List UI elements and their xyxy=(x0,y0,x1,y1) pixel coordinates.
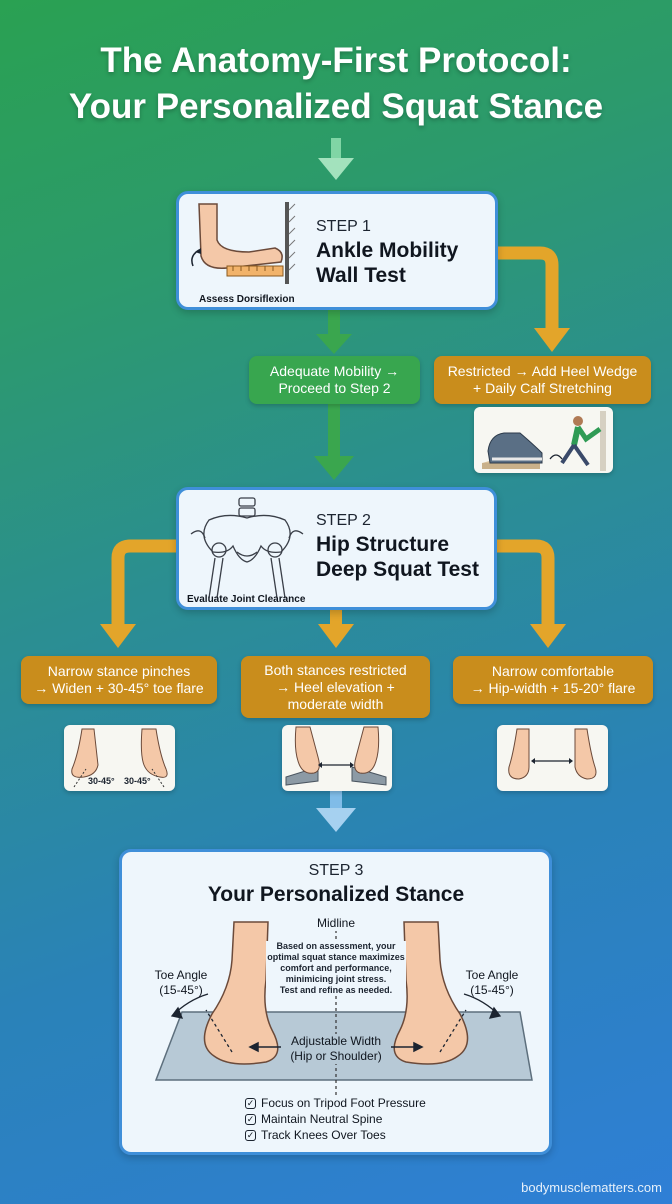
hip-width-feet-thumbnail xyxy=(497,725,608,791)
width-line1: Adjustable Width xyxy=(290,1034,382,1048)
arrow-step1-to-restricted xyxy=(498,246,570,352)
left-foot xyxy=(203,921,279,1065)
toe-angle-left-indicator xyxy=(170,993,233,1053)
toe-angle-left-line1: Toe Angle xyxy=(154,968,208,982)
both-restricted-line2: → Heel elevation + xyxy=(276,678,395,695)
narrow-pinches-pill: Narrow stance pinches → Widen + 30-45° t… xyxy=(21,656,217,704)
step1-label: STEP 1 xyxy=(316,218,371,235)
right-foot xyxy=(393,921,469,1065)
desc-line-4: minimicing joint stress. xyxy=(285,974,387,984)
arrow-step2-to-left xyxy=(100,539,176,648)
checklist-text-3: Track Knees Over Toes xyxy=(261,1128,386,1142)
restricted-line1: Restricted → Add Heel Wedge xyxy=(447,363,638,379)
step2-label: STEP 2 xyxy=(316,512,371,529)
arrow-middle-to-step3 xyxy=(316,788,356,832)
desc-line-5: Test and refine as needed. xyxy=(279,985,393,995)
checklist-item-spine: ✓ Maintain Neutral Spine xyxy=(245,1112,382,1126)
step1-title-line2: Wall Test xyxy=(316,264,406,287)
toe-angle-right-line2: (15-45°) xyxy=(470,983,514,997)
arrow-adequate-to-step2 xyxy=(314,404,354,480)
toe-angle-left-line2: (15-45°) xyxy=(159,983,203,997)
narrow-pinches-line2: → Widen + 30-45° toe flare xyxy=(34,680,204,696)
step3-label: STEP 3 xyxy=(308,862,364,879)
adequate-line1: Adequate Mobility → xyxy=(269,363,400,379)
wide-flare-feet-thumbnail: 30-45° 30-45° xyxy=(64,725,175,791)
step3-card xyxy=(119,849,552,1155)
left-angle-label-b: 30-45° xyxy=(124,776,151,786)
title-line-2: Your Personalized Squat Stance xyxy=(68,87,604,126)
step2-title-line2: Deep Squat Test xyxy=(316,558,479,581)
pelvis-illustration xyxy=(190,497,304,599)
checklist-item-knees: ✓ Track Knees Over Toes xyxy=(245,1128,386,1142)
arrow-step1-to-adequate xyxy=(316,310,352,354)
hip-width-feet-icon xyxy=(508,728,597,780)
checklist-text-1: Focus on Tripod Foot Pressure xyxy=(261,1096,426,1110)
ankle-wall-illustration xyxy=(191,202,296,284)
step1-caption: Assess Dorsiflexion xyxy=(199,294,295,305)
both-restricted-line1: Both stances restricted xyxy=(264,661,407,678)
left-angle-label-a: 30-45° xyxy=(88,776,115,786)
desc-line-2: optimal squat stance maximizes xyxy=(267,952,405,962)
step3-title: Your Personalized Stance xyxy=(207,883,465,906)
toe-angle-right-label: Toe Angle (15-45°) xyxy=(457,968,527,998)
step3-description: Based on assessment, your optimal squat … xyxy=(266,941,406,996)
title-line-1: The Anatomy-First Protocol: xyxy=(100,41,572,80)
both-restricted-line3: moderate width xyxy=(287,695,384,712)
checklist-text-2: Maintain Neutral Spine xyxy=(261,1112,383,1126)
arrow-title-to-step1 xyxy=(318,138,354,180)
step2-card: Evaluate Joint Clearance STEP 2 Hip Stru… xyxy=(176,487,497,610)
footer-source-link[interactable]: bodymusclematters.com xyxy=(521,1180,662,1195)
narrow-comfortable-line2: → Hip-width + 15-20° flare xyxy=(470,680,636,696)
checklist-item-tripod: ✓ Focus on Tripod Foot Pressure xyxy=(245,1096,426,1110)
toe-angle-right-indicator xyxy=(439,993,502,1053)
desc-line-3: comfort and performance, xyxy=(280,963,392,973)
checkmark-icon: ✓ xyxy=(245,1129,256,1141)
checkmark-icon: ✓ xyxy=(245,1113,256,1125)
toe-angle-right-line1: Toe Angle xyxy=(465,968,519,982)
step2-title-line1: Hip Structure xyxy=(316,533,450,556)
restricted-line2: + Daily Calf Stretching xyxy=(473,380,612,396)
narrow-comfortable-line1: Narrow comfortable xyxy=(491,663,615,679)
heel-elevation-feet-thumbnail xyxy=(282,725,392,791)
step1-title-line1: Ankle Mobility xyxy=(316,239,459,262)
both-restricted-pill: Both stances restricted → Heel elevation… xyxy=(241,656,430,718)
heel-elevated-feet-icon xyxy=(285,726,387,786)
step1-card: Assess Dorsiflexion STEP 1 Ankle Mobilit… xyxy=(176,191,498,310)
wide-feet-icon xyxy=(71,728,168,788)
narrow-pinches-line1: Narrow stance pinches xyxy=(47,663,191,679)
checkmark-icon: ✓ xyxy=(245,1097,256,1109)
step2-caption: Evaluate Joint Clearance xyxy=(187,594,306,605)
adequate-mobility-pill: Adequate Mobility → Proceed to Step 2 xyxy=(249,356,420,404)
toe-angle-left-label: Toe Angle (15-45°) xyxy=(146,968,216,998)
narrow-comfortable-pill: Narrow comfortable → Hip-width + 15-20° … xyxy=(453,656,653,704)
midline-label: Midline xyxy=(306,916,366,931)
calf-stretch-icon xyxy=(549,411,606,471)
arrow-step2-to-right xyxy=(497,539,566,648)
restricted-mobility-pill: Restricted → Add Heel Wedge + Daily Calf… xyxy=(434,356,651,404)
adequate-line2: Proceed to Step 2 xyxy=(278,380,391,396)
arrow-step2-to-middle xyxy=(318,610,354,648)
heel-wedge-shoe-icon xyxy=(482,432,543,469)
heel-wedge-stretch-thumbnail xyxy=(474,407,613,473)
width-line2: (Hip or Shoulder) xyxy=(290,1049,382,1063)
page-title: The Anatomy-First Protocol: Your Persona… xyxy=(0,38,672,130)
desc-line-1: Based on assessment, your xyxy=(276,941,396,951)
adjustable-width-label: Adjustable Width (Hip or Shoulder) xyxy=(281,1034,391,1064)
